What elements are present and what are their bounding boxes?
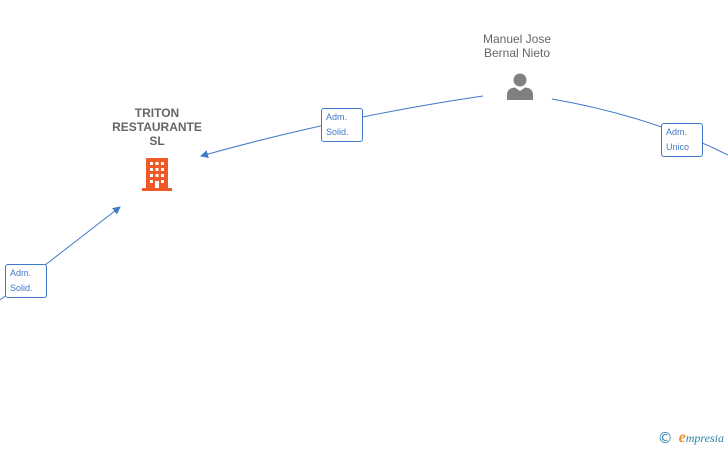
edge-label-line1: Adm. <box>666 127 688 137</box>
person-icon[interactable] <box>505 71 535 101</box>
brand-watermark[interactable]: © empresia <box>657 429 724 447</box>
edge-label-person-right[interactable]: Adm. Unico <box>661 123 703 157</box>
company-name-line2: RESTAURANTE <box>112 120 202 134</box>
edge-person-right <box>551 98 728 156</box>
edge-label-line2: Solid. <box>326 127 349 137</box>
company-name-line1: TRITON <box>134 106 180 120</box>
company-name-line3: SL <box>149 134 165 148</box>
company-name[interactable]: TRITON RESTAURANTE SL <box>97 106 217 148</box>
person-name-line1: Manuel Jose <box>482 32 552 46</box>
edge-label-person-company[interactable]: Adm. Solid. <box>321 108 363 142</box>
brand-logo: empresia <box>678 429 724 446</box>
person-name[interactable]: Manuel Jose Bernal Nieto <box>467 32 567 60</box>
edge-label-line1: Adm. <box>10 268 32 278</box>
copyright-icon: © <box>657 429 673 447</box>
edge-label-line2: Unico <box>666 142 690 152</box>
edge-label-line2: Solid. <box>10 283 33 293</box>
building-icon[interactable] <box>141 157 173 191</box>
edge-label-line1: Adm. <box>326 112 348 122</box>
edge-label-left-company[interactable]: Adm. Solid. <box>5 264 47 298</box>
person-name-line2: Bernal Nieto <box>483 46 551 60</box>
